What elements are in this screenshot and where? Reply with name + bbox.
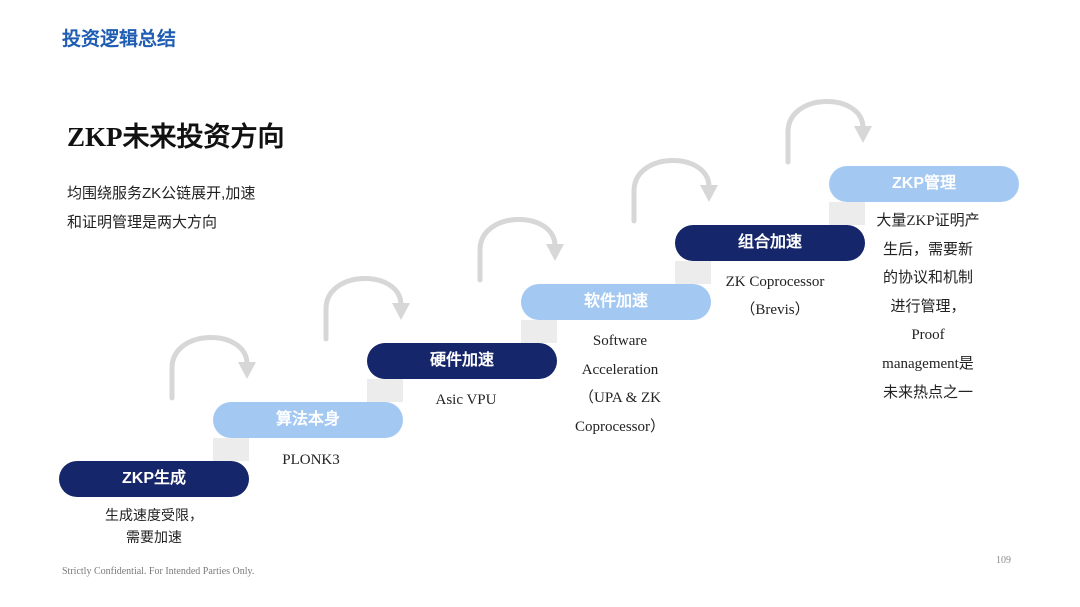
description-line: 需要加速: [126, 529, 182, 545]
description-line: Coprocessor）: [575, 418, 665, 435]
step-description: Asic VPU: [371, 389, 561, 411]
step-pill-zkp-management: ZKP管理: [829, 166, 1019, 202]
step-connector: [521, 320, 557, 343]
step-pill-combined-acceleration: 组合加速: [675, 225, 865, 261]
step-pill-software-acceleration: 软件加速: [521, 284, 711, 320]
step-description: ZK Coprocessor （Brevis）: [680, 268, 870, 324]
subtitle-line: 和证明管理是两大方向: [67, 214, 218, 231]
description-line: 生成速度受限，: [105, 507, 203, 523]
description-line: （UPA & ZK: [579, 390, 661, 406]
description-line: management是: [882, 355, 974, 372]
description-line: Asic VPU: [435, 392, 497, 408]
description-line: 大量ZKP证明产: [876, 213, 980, 229]
page-heading: ZKP未来投资方向: [67, 122, 285, 152]
page-number: 109: [996, 555, 1011, 566]
step-description: PLONK3: [216, 449, 406, 471]
description-line: Acceleration: [581, 361, 659, 378]
step-pill-hardware-acceleration: 硬件加速: [367, 343, 557, 379]
description-line: （Brevis）: [740, 302, 810, 318]
curved-arrow-icon: [169, 335, 256, 401]
step-pill-algorithm: 算法本身: [213, 402, 403, 438]
curved-arrow-icon: [785, 99, 872, 165]
step-connector: [829, 202, 865, 225]
step-connector: [675, 261, 711, 284]
description-line: 进行管理，: [890, 298, 966, 315]
description-line: 未来热点之一: [882, 384, 973, 401]
description-line: PLONK3: [282, 452, 340, 468]
description-line: 的协议和机制: [882, 270, 973, 287]
description-line: ZK Coprocessor: [725, 274, 825, 290]
description-line: 生后，需要新: [882, 241, 973, 258]
step-description: 生成速度受限， 需要加速: [59, 504, 249, 548]
subtitle-line: 均围绕服务ZK公链展开,加速: [67, 185, 256, 202]
description-line: Software: [592, 333, 648, 349]
confidentiality-note: Strictly Confidential. For Intended Part…: [62, 566, 255, 577]
slide-title: 投资逻辑总结: [62, 29, 177, 50]
step-connector: [213, 438, 249, 461]
step-description: Software Acceleration （UPA & ZK Coproces…: [525, 327, 715, 441]
step-connector: [367, 379, 403, 402]
step-description: 大量ZKP证明产 生后，需要新 的协议和机制 进行管理， Proof manag…: [833, 207, 1023, 407]
step-pill-zkp-generation: ZKP生成: [59, 461, 249, 497]
curved-arrow-icon: [477, 217, 564, 283]
subtitle: 均围绕服务ZK公链展开,加速 和证明管理是两大方向: [67, 179, 255, 237]
curved-arrow-icon: [631, 158, 718, 224]
step-connectors: [213, 202, 865, 461]
curved-arrow-icon: [323, 276, 410, 342]
description-line: Proof: [911, 327, 945, 344]
